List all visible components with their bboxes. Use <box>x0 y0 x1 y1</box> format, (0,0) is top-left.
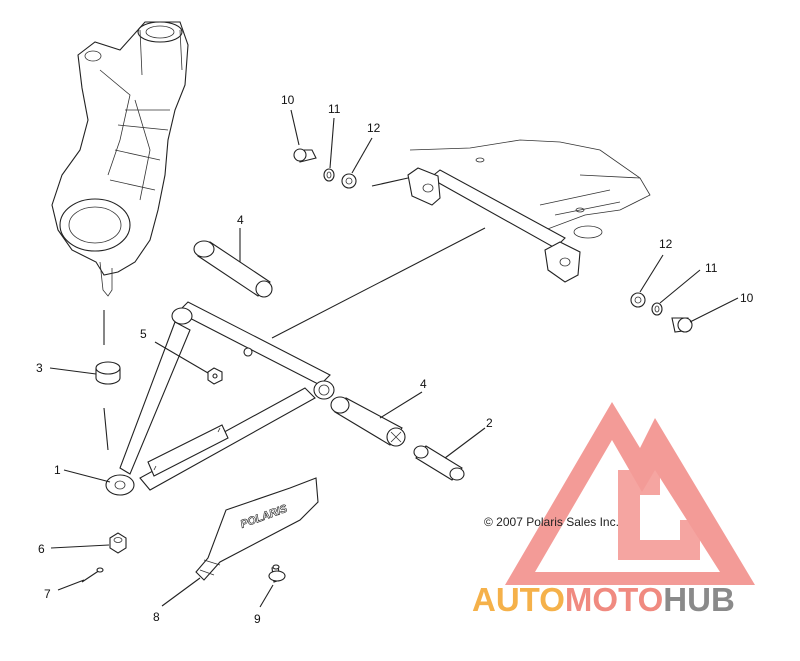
callout-8: 8 <box>153 610 160 624</box>
callout-10-upper: 10 <box>281 93 295 107</box>
cotter-pin <box>81 567 104 583</box>
callout-12-lower: 12 <box>659 237 673 251</box>
centerline <box>271 227 486 339</box>
watermark-part-hub: HUB <box>663 581 735 618</box>
washer-upper <box>341 173 357 189</box>
callout-7: 7 <box>44 587 51 601</box>
callout-3: 3 <box>36 361 43 375</box>
lock-washer-upper <box>323 168 335 182</box>
bolt-upper <box>293 148 317 163</box>
callout-6: 6 <box>38 542 45 556</box>
watermark-part-auto: AUTO <box>472 581 565 618</box>
callout-11-lower: 11 <box>705 261 718 275</box>
sleeve <box>413 445 465 481</box>
copyright-notice: © 2007 Polaris Sales Inc. <box>484 515 619 529</box>
bushing-upper <box>193 240 273 298</box>
bolt-lower <box>671 317 693 333</box>
watermark-part-moto: MOTO <box>565 581 663 618</box>
grease-fitting <box>207 367 223 385</box>
steering-knuckle <box>51 21 189 297</box>
a-arm-guard: POLARIS <box>195 477 319 581</box>
leader-line <box>103 407 109 451</box>
guard-bolt <box>268 564 286 583</box>
ball-joint-cup <box>95 361 121 385</box>
watermark-logo-icon <box>505 402 755 585</box>
lock-washer-lower <box>651 302 663 316</box>
callout-9: 9 <box>254 612 261 626</box>
a-arm <box>105 301 335 496</box>
bushing-lower <box>330 396 406 447</box>
callout-12-upper: 12 <box>367 121 381 135</box>
callout-2: 2 <box>486 416 493 430</box>
callout-5: 5 <box>140 327 147 341</box>
callout-1: 1 <box>54 463 61 477</box>
callout-4-upper: 4 <box>237 213 244 227</box>
watermark-text: AUTOMOTOHUB <box>472 581 735 618</box>
callout-11-upper: 11 <box>328 102 341 116</box>
washer-lower <box>630 292 646 308</box>
leader-lines <box>49 109 739 608</box>
frame-mount-bracket <box>407 139 651 283</box>
callout-4-lower: 4 <box>420 377 427 391</box>
nut <box>109 532 127 554</box>
callout-10-lower: 10 <box>740 291 754 305</box>
